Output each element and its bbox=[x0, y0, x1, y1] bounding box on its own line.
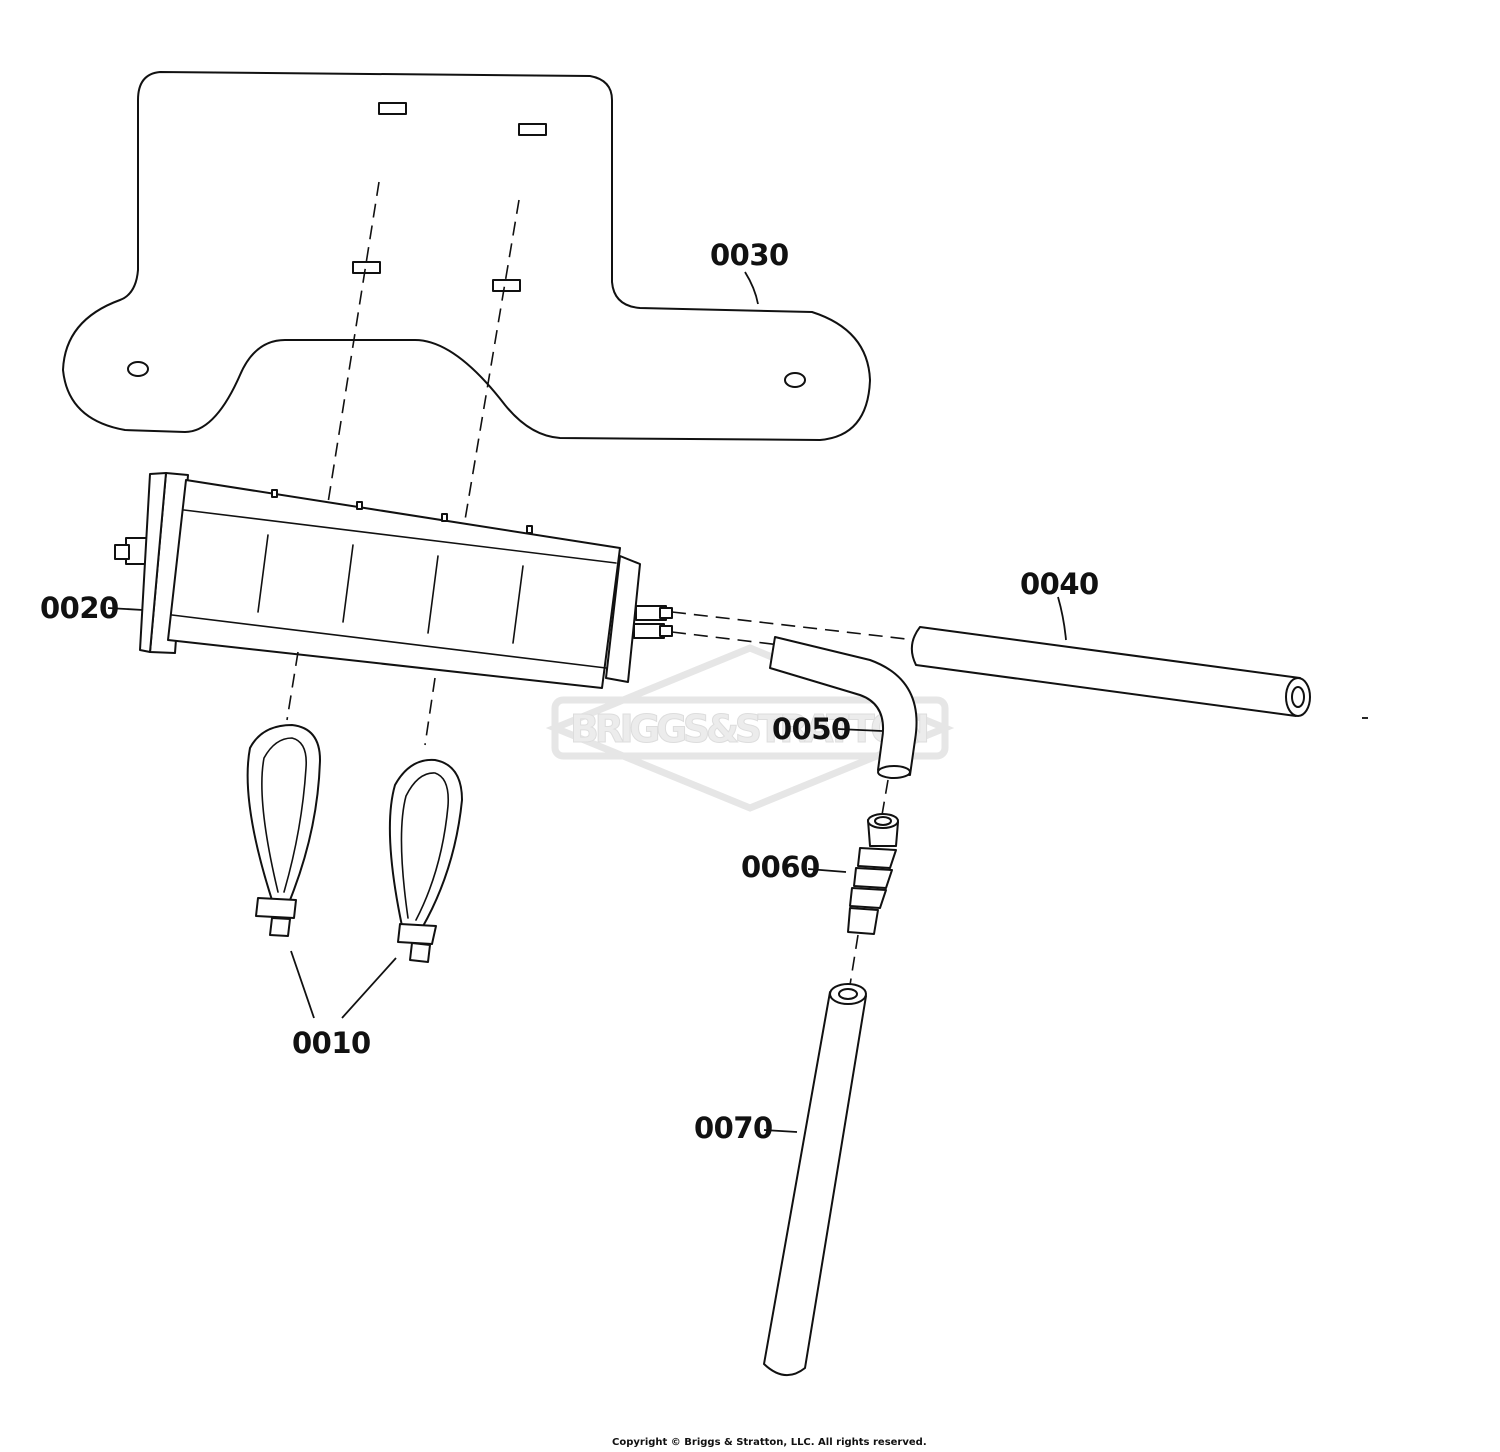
cable-tie-right[interactable] bbox=[388, 758, 463, 963]
brand-watermark: BRIGGS&STRATTON bbox=[545, 644, 955, 812]
assembly-lines-top bbox=[327, 181, 520, 521]
callout-label-0030: 0030 bbox=[710, 238, 789, 272]
straight-hose[interactable] bbox=[910, 626, 1311, 717]
callout-label-0070: 0070 bbox=[694, 1111, 773, 1145]
assembly-lines-right bbox=[671, 611, 916, 646]
callout-label-0020: 0020 bbox=[40, 591, 119, 625]
canister[interactable] bbox=[114, 472, 673, 689]
callout-label-0010: 0010 bbox=[292, 1026, 371, 1060]
callout-label-0060: 0060 bbox=[741, 850, 820, 884]
elbow-hose[interactable] bbox=[769, 636, 918, 779]
lower-hose[interactable] bbox=[763, 983, 867, 1376]
svg-text:BRIGGS&STRATTON: BRIGGS&STRATTON bbox=[570, 707, 930, 751]
copyright-text: Copyright © Briggs & Stratton, LLC. All … bbox=[612, 1437, 927, 1448]
mounting-bracket[interactable] bbox=[62, 71, 871, 441]
assembly-lines-lower bbox=[849, 779, 889, 986]
hose-fitting[interactable] bbox=[847, 813, 899, 935]
leader-lines bbox=[107, 271, 1368, 1133]
callout-label-0050: 0050 bbox=[772, 712, 851, 746]
cable-tie-left[interactable] bbox=[246, 724, 321, 937]
assembly-lines-ties bbox=[286, 651, 436, 746]
callout-label-0040: 0040 bbox=[1020, 567, 1099, 601]
